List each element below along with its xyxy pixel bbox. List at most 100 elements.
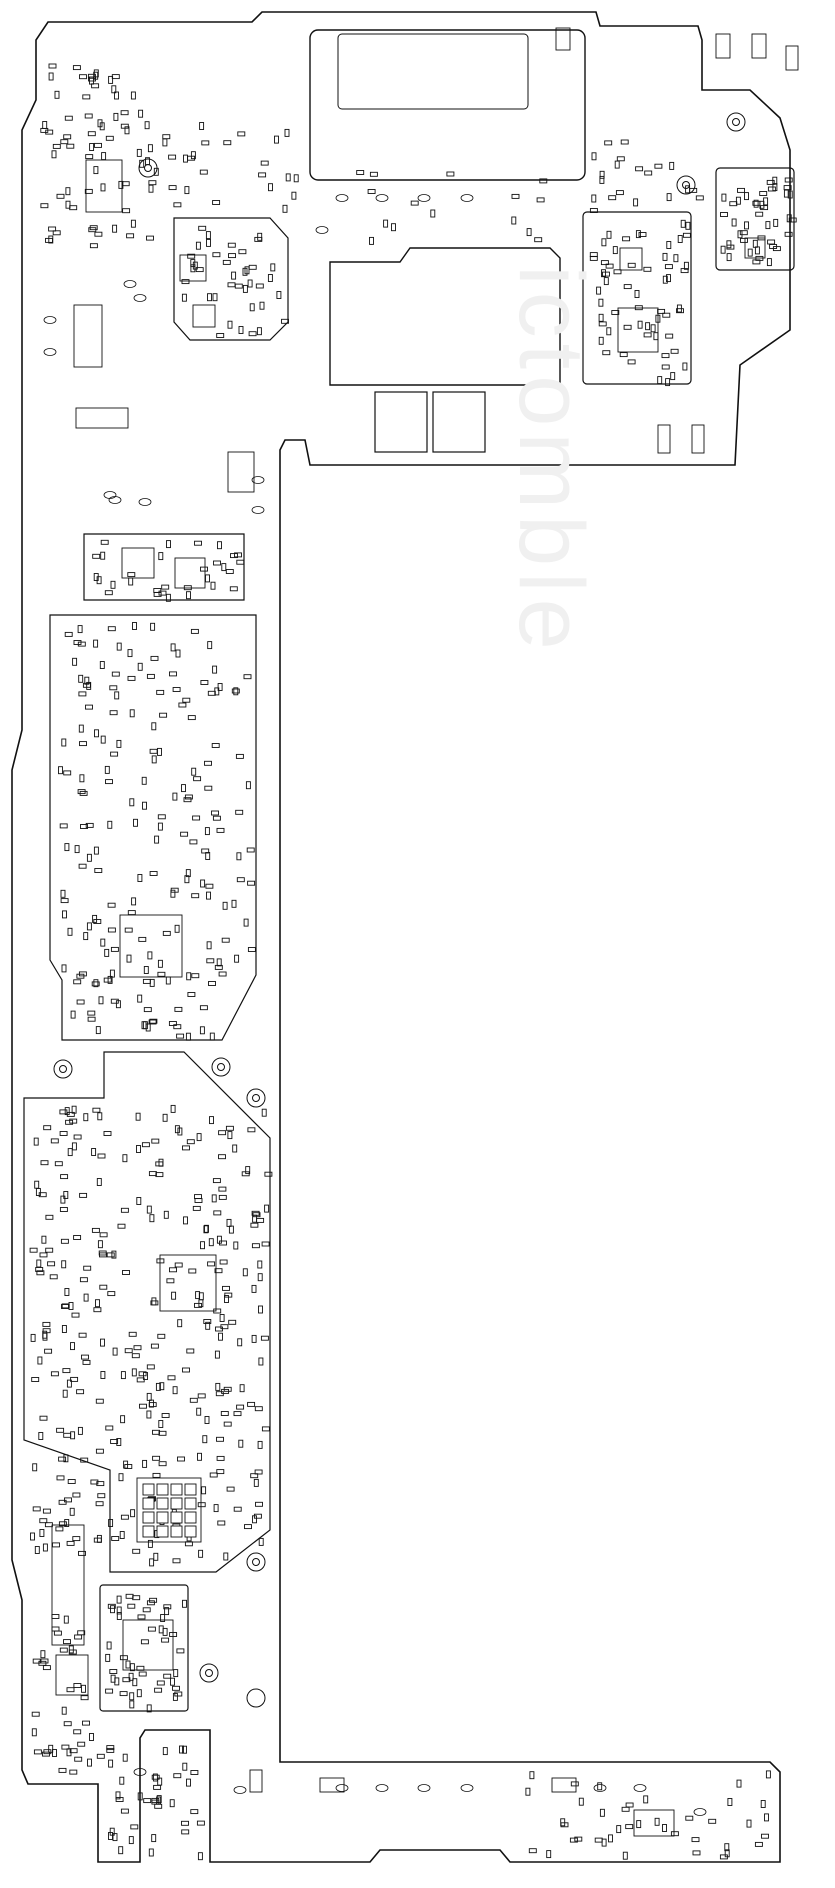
test-pad [693, 1808, 707, 1816]
smd-component [115, 1791, 121, 1800]
test-pad [335, 1784, 349, 1792]
smd-component [764, 1813, 769, 1822]
smd-component [96, 1534, 102, 1543]
smd-component [153, 1552, 159, 1561]
smd-component [64, 1107, 70, 1116]
smd-component [52, 230, 61, 236]
smd-component [107, 1603, 116, 1609]
smd-component [189, 839, 198, 845]
smd-component [237, 1338, 243, 1347]
smd-component [48, 63, 57, 69]
smd-component [120, 1371, 126, 1380]
smd-component [190, 1809, 199, 1815]
smd-component [216, 1436, 224, 1442]
smd-component [113, 112, 119, 121]
rf-coax-connector [246, 1088, 266, 1108]
smd-component [253, 1478, 259, 1487]
smd-component [116, 1595, 122, 1604]
smd-component [98, 996, 104, 1005]
smd-component [235, 809, 244, 815]
smd-component [627, 359, 636, 365]
smd-component [105, 1688, 114, 1694]
smd-component [264, 1171, 273, 1177]
smd-component [254, 1469, 263, 1475]
smd-component [143, 966, 149, 974]
smd-component [182, 1367, 190, 1373]
smd-component [78, 863, 87, 869]
smd-component [66, 1540, 75, 1546]
smd-component [208, 981, 216, 986]
smd-component [89, 1733, 94, 1741]
smd-component [78, 691, 87, 697]
smd-component [185, 869, 191, 878]
smd-component [623, 324, 632, 330]
smd-component [60, 139, 69, 145]
smd-component [215, 1382, 221, 1391]
smd-component [51, 1614, 60, 1619]
smd-component [612, 246, 618, 255]
smd-component [51, 1626, 60, 1632]
smd-component [124, 126, 130, 135]
bga-pad [156, 1483, 169, 1496]
smd-component [174, 1006, 183, 1012]
smd-component [69, 1769, 78, 1775]
smd-component [192, 261, 198, 270]
smd-component [186, 972, 192, 981]
smd-component [168, 185, 177, 191]
smd-component [205, 1321, 211, 1330]
smd-component [65, 200, 71, 209]
ic-chip [159, 1254, 217, 1312]
connector [319, 1777, 345, 1793]
smd-component [105, 779, 113, 785]
test-pad [108, 496, 122, 504]
smd-component [64, 1519, 70, 1527]
smd-component [157, 747, 162, 756]
smd-component [146, 1392, 152, 1401]
smd-component [147, 144, 153, 153]
smd-component [446, 171, 455, 177]
smd-component [197, 1502, 206, 1508]
smd-component [615, 190, 624, 196]
smd-component [367, 189, 376, 194]
smd-component [203, 1225, 209, 1234]
smd-component [242, 284, 248, 293]
smd-component [191, 973, 200, 979]
bga-pad [142, 1511, 155, 1524]
smd-component [132, 1595, 141, 1601]
smd-component [682, 232, 691, 238]
smd-component [574, 1836, 583, 1842]
smd-component [216, 333, 225, 338]
smd-component [194, 1198, 203, 1203]
smd-component [141, 776, 147, 785]
bga-pad [170, 1525, 183, 1538]
smd-component [136, 1145, 141, 1153]
smd-component [106, 1641, 112, 1650]
smd-component [146, 1600, 155, 1606]
smd-component [234, 283, 243, 289]
smd-component [72, 1536, 81, 1542]
smd-component [117, 1223, 126, 1229]
smd-component [31, 1711, 40, 1717]
rf-coax-connector [676, 175, 696, 195]
smd-component [570, 1781, 579, 1787]
smd-component [82, 1720, 90, 1726]
smd-component [204, 785, 213, 791]
smd-component [118, 1846, 124, 1855]
smd-component [212, 293, 218, 302]
smd-component [79, 74, 87, 80]
smd-component [181, 279, 190, 285]
smd-component [627, 262, 636, 268]
smd-component [151, 1138, 160, 1144]
smd-component [61, 1303, 70, 1309]
smd-component [192, 815, 201, 821]
smd-component [151, 1774, 160, 1780]
smd-component [142, 801, 147, 810]
smd-component [149, 871, 158, 876]
smd-component [216, 827, 225, 833]
smd-component [736, 1779, 742, 1788]
smd-component [670, 1831, 679, 1837]
smd-component [772, 183, 778, 192]
smd-component [189, 1397, 198, 1403]
smd-component [188, 1268, 197, 1274]
smd-component [682, 362, 688, 371]
